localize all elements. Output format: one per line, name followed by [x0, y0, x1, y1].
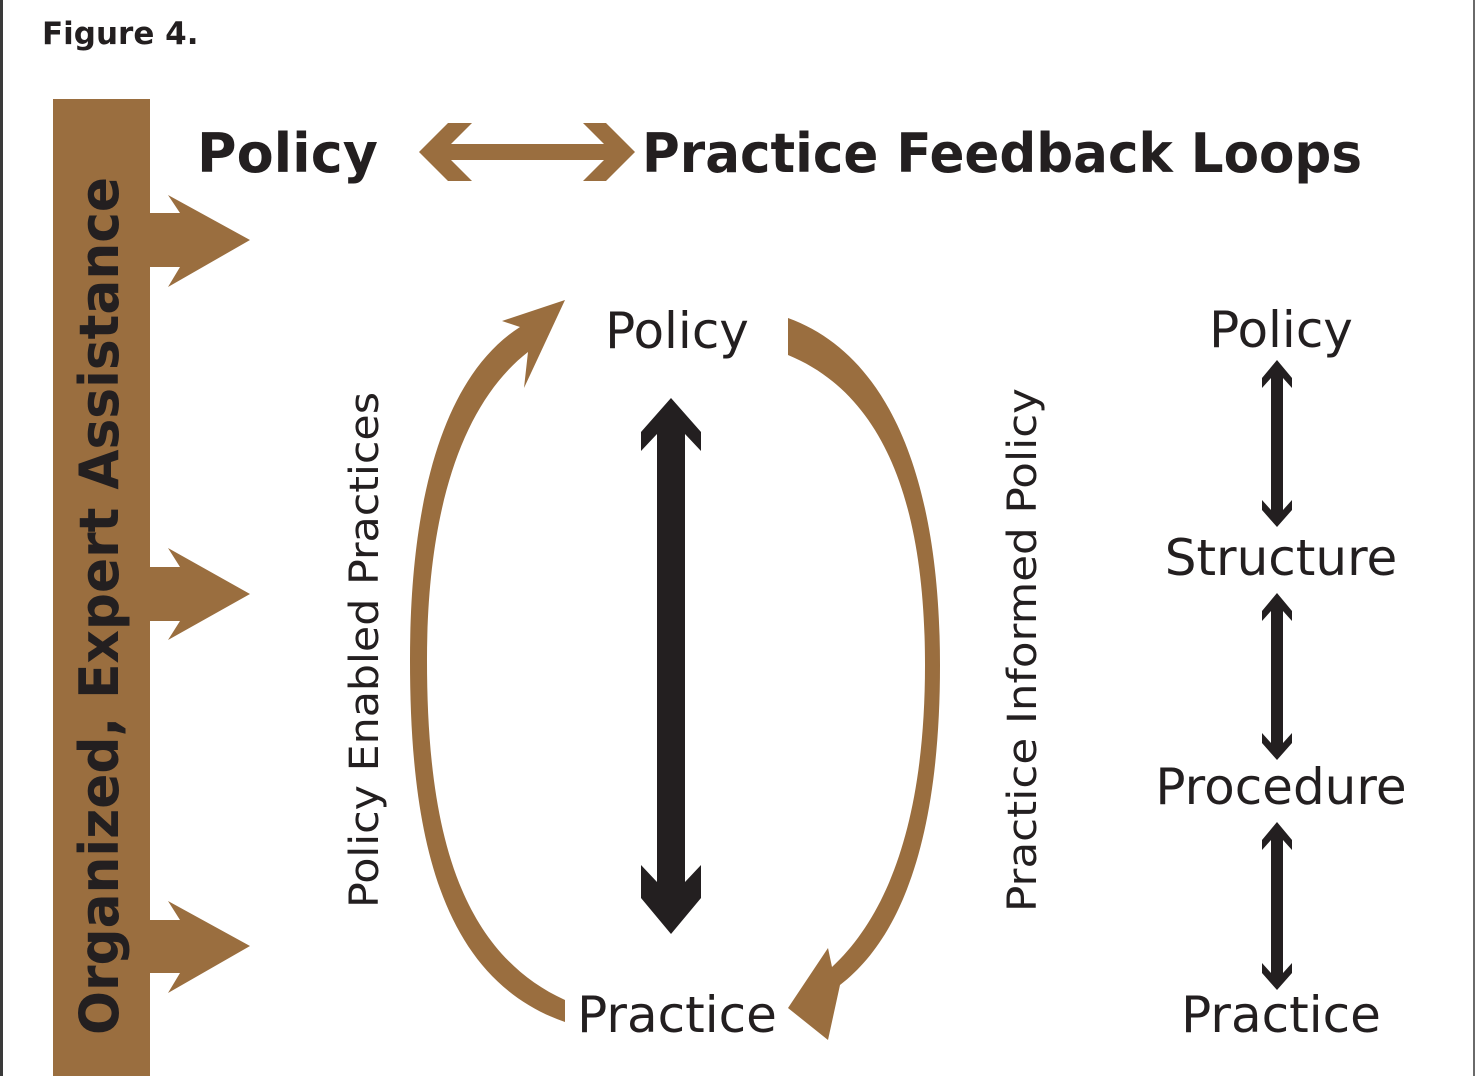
sidebar-arrow-bottom	[148, 901, 250, 993]
title-left: Policy	[197, 122, 378, 185]
right-border	[1473, 0, 1475, 1076]
loop-bottom-label: Practice	[577, 986, 777, 1044]
sidebar-bar	[53, 99, 150, 1076]
chain-item-structure: Structure	[1165, 529, 1398, 587]
title-double-arrow	[419, 123, 635, 181]
sidebar-arrow-top	[148, 195, 250, 287]
chain-double-arrow-1	[1262, 360, 1292, 527]
loop-center-double-arrow	[641, 398, 701, 934]
chain-double-arrow-3	[1262, 822, 1292, 990]
chain-double-arrow-2	[1262, 593, 1292, 760]
loop-arrow-right	[788, 318, 940, 1040]
loop-right-label: Practice Informed Policy	[1000, 388, 1046, 912]
loop-arrow-left	[410, 300, 565, 1022]
title-right: Practice Feedback Loops	[642, 122, 1362, 185]
chain-item-procedure: Procedure	[1155, 758, 1406, 816]
chain-item-policy: Policy	[1209, 301, 1353, 359]
left-border	[0, 0, 3, 1076]
loop-left-label: Policy Enabled Practices	[342, 392, 388, 908]
chain-item-practice: Practice	[1181, 986, 1381, 1044]
sidebar-arrow-middle	[148, 548, 250, 640]
loop-top-label: Policy	[605, 302, 749, 360]
sidebar-label: Organized, Expert Assistance	[68, 177, 131, 1035]
figure-label: Figure 4.	[42, 16, 199, 52]
